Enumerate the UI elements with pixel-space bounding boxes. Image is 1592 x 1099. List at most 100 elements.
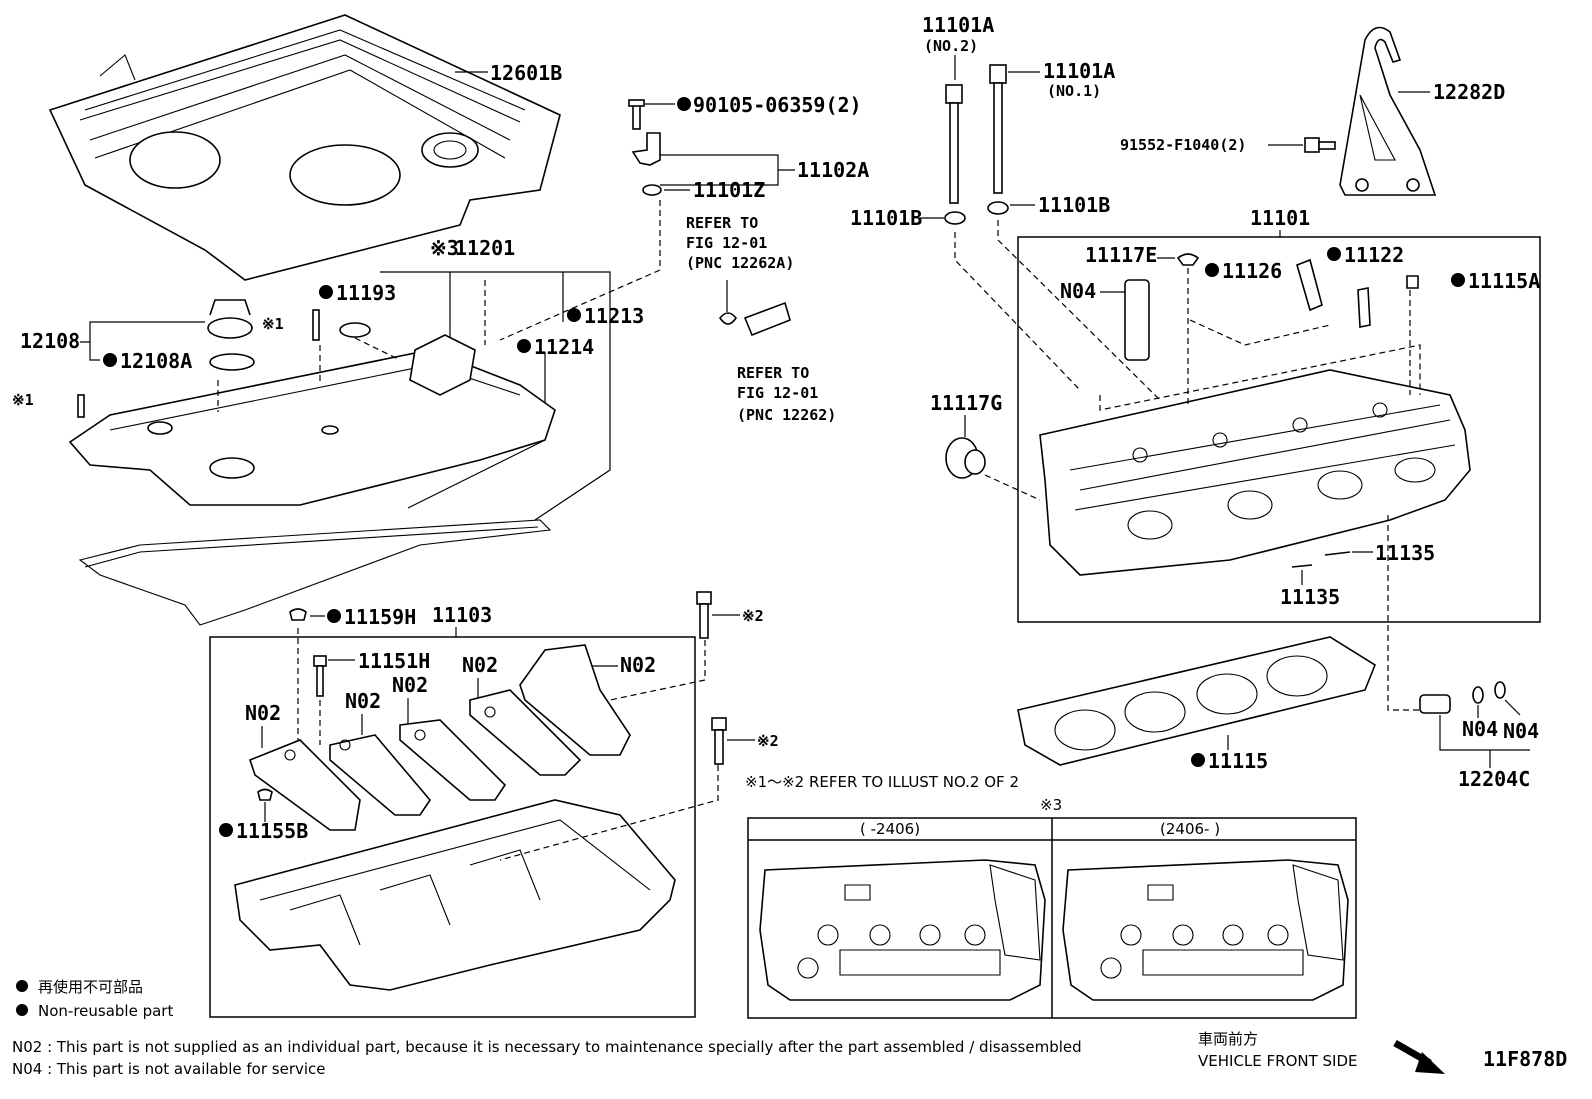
front-en: VEHICLE FRONT SIDE [1198, 1052, 1358, 1070]
label-11101a-no1-sub: (NO.1) [1047, 82, 1101, 100]
plug-11115a-part [1406, 275, 1419, 289]
non-reusable-dot-11126 [1205, 263, 1219, 277]
label-11101z: 11101Z [693, 178, 765, 202]
cylinder-head-cover-part [68, 334, 556, 506]
hose-clamp-part [719, 280, 791, 337]
period-b: (2406- ) [1160, 820, 1220, 838]
camshaft-bearing-caps-part [249, 644, 631, 831]
non-reusable-dot-11214 [517, 339, 531, 353]
camshaft-housing-part [234, 799, 676, 991]
legend-dot-jp [16, 980, 28, 992]
head-bolt-no1-part [989, 64, 1007, 194]
label-n02-c: N02 [392, 673, 428, 697]
plug-11117g-part [945, 437, 986, 479]
refer2-line3: (PNC 12262) [737, 406, 836, 424]
label-11117e: 11117E [1085, 243, 1157, 267]
cam-position-sensor-part [628, 99, 795, 196]
label-11101: 11101 [1250, 206, 1310, 230]
label-n02-a: N02 [462, 653, 498, 677]
head-cover-gasket-part [78, 519, 552, 626]
head-cover-variant-a [759, 859, 1046, 1001]
refer1-line3: (PNC 12262A) [686, 254, 794, 272]
label-note2a: ※2 [742, 607, 764, 625]
label-11193: 11193 [336, 281, 396, 305]
label-11103: 11103 [432, 603, 492, 627]
figure-id: 11F878D [1483, 1047, 1567, 1071]
non-reusable-dot-11115 [1191, 753, 1205, 767]
label-n04-b: N04 [1503, 719, 1539, 743]
label-11159h: 11159H [344, 605, 416, 629]
label-12108: 12108 [20, 329, 80, 353]
pin-11135b-part [1324, 551, 1351, 556]
label-note2b: ※2 [757, 732, 779, 750]
label-11115a: 11115A [1468, 269, 1540, 293]
label-12282d: 12282D [1433, 80, 1505, 104]
washer-left-part [944, 211, 966, 225]
label-n04-pin: N04 [1060, 279, 1096, 303]
label-90105: 90105-06359(2) [693, 93, 862, 117]
label-11102a: 11102A [797, 158, 869, 182]
plug-11117e-part [1176, 253, 1200, 266]
label-note1b: ※1 [12, 391, 34, 409]
front-direction-arrow-icon [1393, 1039, 1445, 1074]
engine-hanger-part [1339, 26, 1437, 196]
label-12108a: 12108A [120, 349, 192, 373]
label-11214: 11214 [534, 335, 594, 359]
head-gasket-part [1017, 636, 1376, 766]
label-91552: 91552-F1040(2) [1120, 136, 1246, 154]
refer2-line2: FIG 12-01 [737, 384, 818, 402]
non-reusable-dot-11122 [1327, 247, 1341, 261]
washer-right-part [987, 201, 1009, 215]
refer-illust-note: ※1～※2 REFER TO ILLUST NO.2 OF 2 [745, 773, 1019, 791]
label-11135a: 11135 [1375, 541, 1435, 565]
legend-jp: 再使用不可部品 [38, 978, 143, 996]
label-12601b: 12601B [490, 61, 562, 85]
label-n02-b: N02 [620, 653, 656, 677]
head-bolt-no2-part [945, 84, 963, 204]
non-reusable-dot-12108a [103, 353, 117, 367]
refer2-line1: REFER TO [737, 364, 809, 382]
camshaft-housing-box [209, 636, 696, 1018]
label-11115: 11115 [1208, 749, 1268, 773]
label-11213: 11213 [584, 304, 644, 328]
label-11122: 11122 [1344, 243, 1404, 267]
label-12204c: 12204C [1458, 767, 1530, 791]
legend-dot-en [16, 1004, 28, 1016]
label-11101a-no2: 11101A [922, 13, 994, 37]
label-11155b: 11155B [236, 819, 308, 843]
non-reusable-dot-90105 [677, 97, 691, 111]
label-11135b: 11135 [1280, 585, 1340, 609]
cylinder-head-box [1017, 236, 1541, 623]
engine-cover-part [48, 14, 561, 281]
non-reusable-dot-11159h [327, 609, 341, 623]
label-note3: ※3 [1040, 796, 1062, 814]
non-reusable-dot-11155b [219, 823, 233, 837]
label-11101a-no2-sub: (NO.2) [924, 37, 978, 55]
label-11126: 11126 [1222, 259, 1282, 283]
non-reusable-dot-11115a [1451, 273, 1465, 287]
label-11101b-left: 11101B [850, 206, 922, 230]
label-11151h: 11151H [358, 649, 430, 673]
plug-11159h-part [289, 608, 307, 621]
non-reusable-dot-11213 [567, 308, 581, 322]
label-11101b-right: 11101B [1038, 193, 1110, 217]
label-11101a-no1: 11101A [1043, 59, 1115, 83]
oil-filler-cap-part [207, 299, 371, 371]
footnote-n02: N02 : This part is not supplied as an in… [12, 1038, 1082, 1056]
sensor-12204c-part [1419, 681, 1506, 714]
footnote-n04: N04 : This part is not available for ser… [12, 1060, 326, 1078]
label-n02-e: N02 [245, 701, 281, 725]
bolt-note2a-part [696, 591, 712, 639]
refer1-line2: FIG 12-01 [686, 234, 767, 252]
guide-11122-part [1357, 287, 1371, 328]
label-11201-prefix: ※3 [430, 236, 459, 260]
non-reusable-dot-11193 [319, 285, 333, 299]
pin-n04-part [1124, 279, 1150, 361]
legend-en: Non-reusable part [38, 1002, 173, 1020]
bolt-note2b-part [711, 717, 727, 765]
pin-11135a-part [1291, 564, 1313, 568]
period-a: ( -2406) [860, 820, 920, 838]
guide-11126-part [1296, 258, 1323, 312]
label-11117g: 11117G [930, 391, 1002, 415]
